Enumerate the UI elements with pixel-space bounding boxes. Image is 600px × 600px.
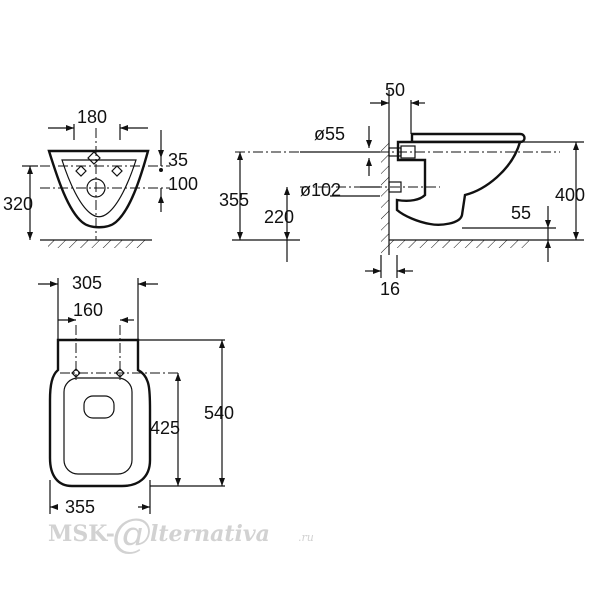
top-hole-spacing-label: 160 — [73, 300, 103, 320]
front-fixing-hole-right — [111, 165, 123, 177]
front-upper-offset-label: 35 — [168, 150, 188, 170]
front-height-label: 320 — [3, 194, 33, 214]
watermark-left-text: MSK- — [48, 521, 115, 547]
top-overall-width-label: 305 — [72, 273, 102, 293]
top-view: 305 160 425 540 355 — [38, 273, 234, 517]
top-bowl-width-label: 355 — [65, 497, 95, 517]
side-pipe-spacing-label: 50 — [385, 80, 405, 100]
side-inlet-diameter-label: ø55 — [314, 124, 345, 144]
top-overall-length-label: 540 — [204, 403, 234, 423]
watermark-logo: MSK- @ lternativa .ru — [48, 511, 314, 557]
side-outlet-height-label: 355 — [219, 190, 249, 210]
side-total-height-label: 400 — [555, 185, 585, 205]
top-bowl-opening — [83, 395, 115, 419]
front-width-label: 180 — [77, 107, 107, 127]
side-view: 50 ø55 ø102 355 220 400 55 — [219, 80, 585, 299]
side-bowl-body — [395, 140, 522, 226]
front-bowl-rim — [61, 159, 137, 218]
watermark-at-mark: @ — [112, 511, 152, 557]
watermark-suffix-text: .ru — [298, 531, 314, 544]
side-wall-gap-label: 16 — [380, 279, 400, 299]
side-inlet-height-label: 220 — [264, 207, 294, 227]
front-top-hole — [87, 151, 101, 165]
front-fixing-hole-left — [75, 165, 87, 177]
side-floor-gap-label: 55 — [511, 203, 531, 223]
front-bowl-outline — [47, 149, 150, 229]
watermark-right-text: lternativa — [150, 521, 270, 547]
side-outlet-diameter-label: ø102 — [300, 180, 341, 200]
front-view: 180 35 100 320 — [3, 107, 198, 248]
top-inner-depth-label: 425 — [150, 418, 180, 438]
top-seat-ring — [63, 377, 133, 475]
front-lower-offset-label: 100 — [168, 174, 198, 194]
top-bowl-outline — [48, 338, 152, 488]
